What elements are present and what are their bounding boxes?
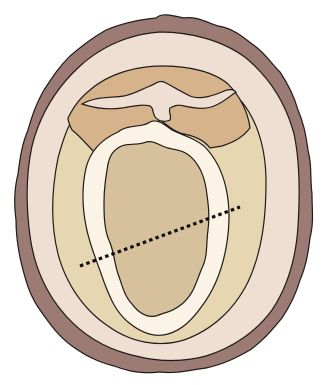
specimen-cross-section [0,0,331,385]
diagram-canvas [0,0,331,385]
